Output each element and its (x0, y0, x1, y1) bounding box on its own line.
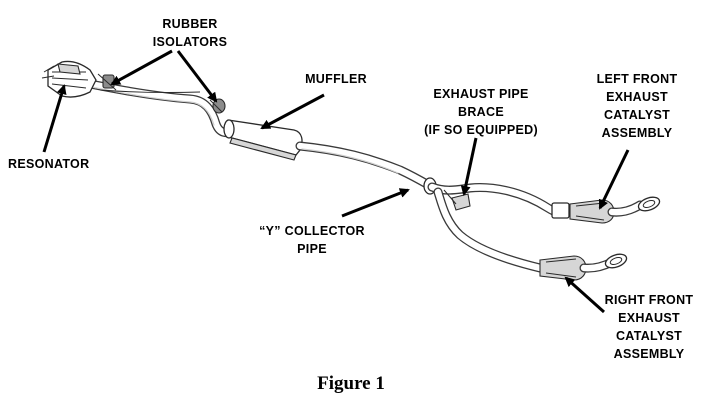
rubber-isolator-rear-leader (110, 49, 173, 86)
right-front-catalyst (539, 253, 628, 281)
left-catalyst-leader (598, 149, 630, 210)
label-muffler: MUFFLER (305, 72, 367, 86)
label-y-pipe-line1: “Y” COLLECTOR (259, 224, 365, 238)
label-brace-line3: (IF SO EQUIPPED) (424, 123, 538, 137)
label-y-pipe-line2: PIPE (297, 242, 327, 256)
exhaust-assembly-drawing (41, 60, 661, 281)
brace-leader (460, 137, 478, 196)
resonator-leader (42, 84, 67, 153)
label-rubber-isolators-line1: RUBBER (162, 17, 217, 31)
label-right-cat-line1: RIGHT FRONT (605, 293, 694, 307)
left-front-catalyst (551, 196, 661, 224)
leader-arrows (42, 49, 630, 314)
label-left-cat-line2: EXHAUST (606, 90, 668, 104)
label-left-cat-line4: ASSEMBLY (602, 126, 673, 140)
tailpipe (65, 75, 237, 138)
tailpipe-upper-rail (99, 89, 201, 94)
label-left-cat-line1: LEFT FRONT (597, 72, 678, 86)
muffler (223, 119, 303, 161)
muffler-leader (260, 93, 325, 130)
label-rubber-isolators-line2: ISOLATORS (153, 35, 227, 49)
label-right-cat-line2: EXHAUST (618, 311, 680, 325)
label-brace-line2: BRACE (458, 105, 504, 119)
label-right-cat-line3: CATALYST (616, 329, 682, 343)
y-pipe-leader (341, 188, 410, 218)
label-left-cat-line3: CATALYST (604, 108, 670, 122)
right-catalyst-leader (564, 276, 606, 314)
rubber-isolator-front-leader (176, 50, 218, 103)
label-right-cat-line4: ASSEMBLY (614, 347, 685, 361)
y-collector-right-branch (433, 187, 545, 273)
resonator (41, 60, 97, 98)
callout-labels: RUBBER ISOLATORS MUFFLER RESONATOR EXHAU… (8, 17, 693, 361)
label-resonator: RESONATOR (8, 157, 89, 171)
figure-caption: Figure 1 (317, 373, 385, 394)
label-brace-line1: EXHAUST PIPE (433, 87, 528, 101)
intermediate-pipe (295, 141, 437, 192)
